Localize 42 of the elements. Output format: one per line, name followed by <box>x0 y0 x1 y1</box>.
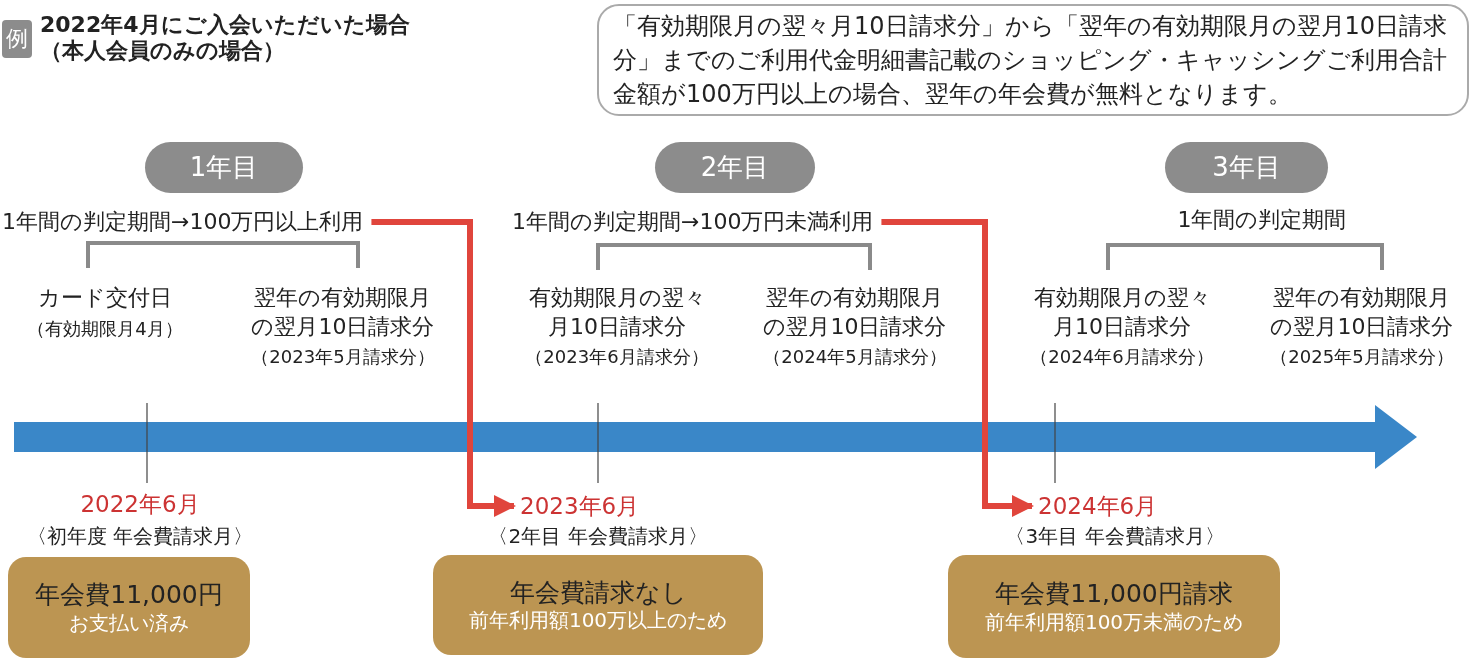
label-text: （2023年6月請求分） <box>524 345 710 369</box>
year-pill <box>145 142 303 193</box>
box-subtext: お支払い済み <box>69 610 189 636</box>
label-text: 翌年の有効期限月の翌月10日請求分 <box>762 284 948 341</box>
arrow <box>881 219 1034 517</box>
box-text: 年会費11,000円請求 <box>995 578 1233 610</box>
label-text: 有効期限月の翌々月10日請求分 <box>1032 284 1212 341</box>
note-box <box>597 4 1469 116</box>
box-text: 例 <box>6 25 28 53</box>
box-text: 3年目 <box>1212 151 1281 184</box>
box-text: 「有効期限月の翌々月10日請求分」から「翌年の有効期限月の翌月10日請求分」までのご利用代金明細書記載のショッピング・キャッシングご利用合計金額が100万円以上の場合、翌年の年会費が無料となります。 <box>613 11 1449 110</box>
label-text: （2023年5月請求分） <box>250 345 436 369</box>
date-text: 2024年6月 <box>1038 491 1158 521</box>
arrow <box>371 219 516 517</box>
fee-box <box>948 555 1280 658</box>
box-subtext: 前年利用額100万未満のため <box>984 609 1244 635</box>
date-text: 2022年6月 <box>79 490 201 519</box>
box-subtext: 前年利用額100万以上のため <box>468 608 728 634</box>
box-text: 1年目 <box>189 151 259 184</box>
label-text: カード交付日 <box>37 284 173 312</box>
label-text: （2024年6月請求分） <box>1029 345 1215 369</box>
label-text: （2024年5月請求分） <box>762 345 948 369</box>
label-text: 〈3年目 年会費請求月〉 <box>1004 523 1226 550</box>
title: 2022年4月にご入会いただいた場合（本人会員のみの場合） <box>40 12 411 64</box>
fee-box <box>8 557 250 658</box>
year-pill <box>655 142 815 193</box>
label-text: （2025年5月請求分） <box>1269 345 1455 369</box>
year-pill <box>1165 142 1328 193</box>
box-text: 2年目 <box>700 151 770 184</box>
box-text: 年会費請求なし <box>509 576 687 609</box>
label-text: 翌年の有効期限月の翌月10日請求分 <box>250 284 436 341</box>
label-text: 〈初年度 年会費請求月〉 <box>25 523 255 550</box>
label-text: （有効期限月4月） <box>26 317 184 341</box>
box-text: 年会費11,000円 <box>35 579 223 611</box>
period-text: 1年間の判定期間→100万円以上利用 <box>2 208 364 236</box>
label-text: 1年間の判定期間 <box>1176 206 1348 234</box>
fee-box <box>433 555 763 655</box>
date-text: 2023年6月 <box>520 491 640 521</box>
label-text: 有効期限月の翌々月10日請求分 <box>527 284 707 341</box>
label-text: 〈2年目 年会費請求月〉 <box>487 523 709 550</box>
label-text: 翌年の有効期限月の翌月10日請求分 <box>1269 284 1455 341</box>
period-text: 1年間の判定期間→100万円未満利用 <box>512 208 874 236</box>
